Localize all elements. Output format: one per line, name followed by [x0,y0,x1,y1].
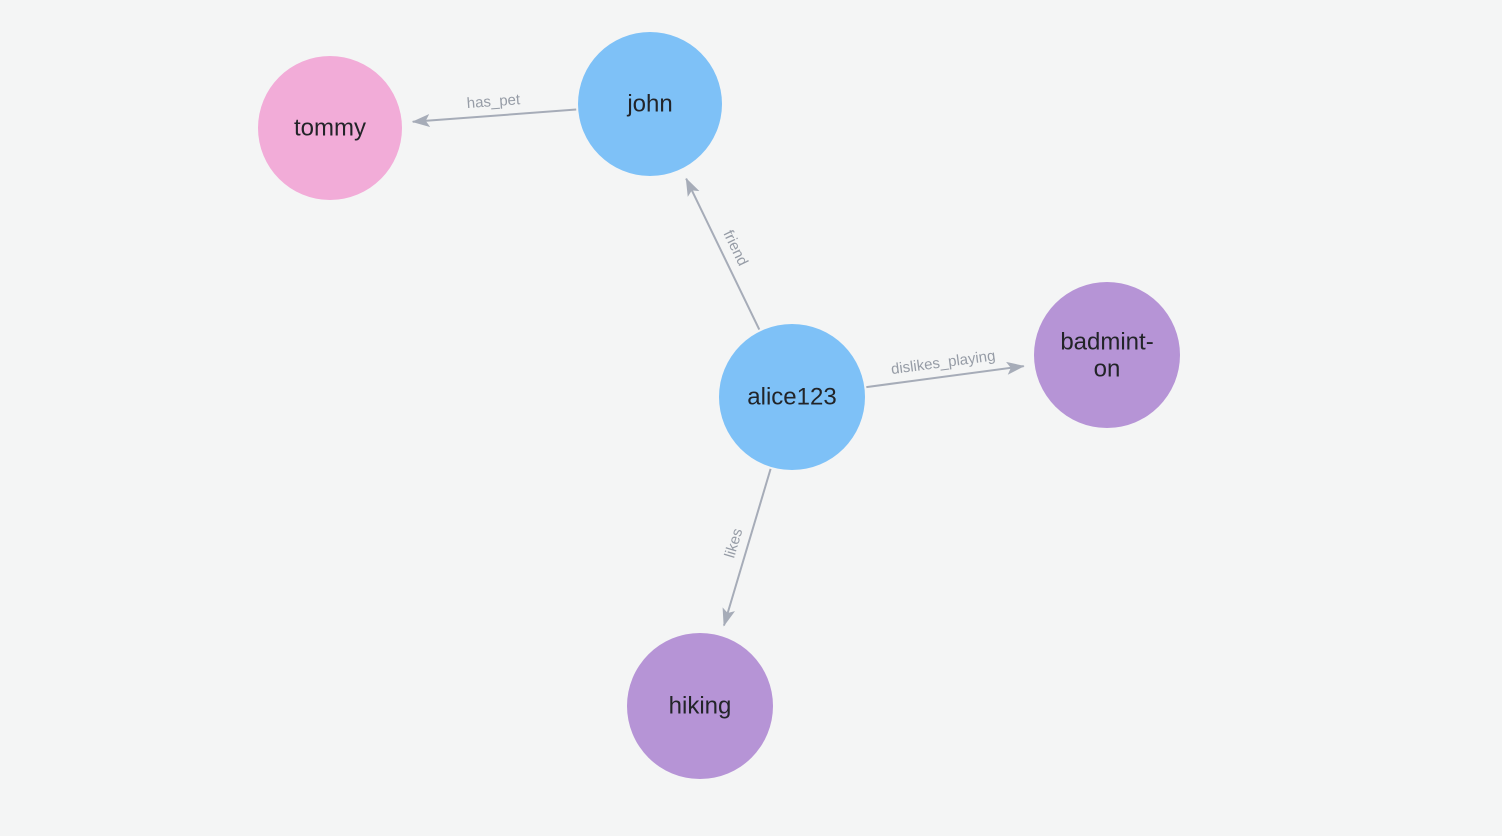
graph-edge-likes[interactable]: likes [721,468,772,627]
graph-node-hiking[interactable]: hiking [627,633,773,779]
edge-label: dislikes_playing [890,347,996,378]
edge-line-dislikes_playing[interactable] [866,361,1025,389]
node-circle-hiking[interactable] [627,633,773,779]
node-circle-john[interactable] [578,32,722,176]
edge-line-likes[interactable] [722,468,772,627]
graph-node-alice123[interactable]: alice123 [719,324,865,470]
graph-node-john[interactable]: john [578,32,722,176]
node-circle-badminton[interactable] [1034,282,1180,428]
edge-label: likes [721,526,746,560]
edge-line-has_pet[interactable] [411,108,577,128]
graph-edge-friend[interactable]: friend [685,177,761,330]
edge-label: friend [719,227,751,268]
edge-label: has_pet [466,91,521,112]
node-circle-tommy[interactable] [258,56,402,200]
graph-edge-dislikes_playing[interactable]: dislikes_playing [866,347,1025,389]
edge-line-friend[interactable] [685,177,761,330]
graph-edge-has_pet[interactable]: has_pet [411,91,577,128]
node-circle-alice123[interactable] [719,324,865,470]
graph-node-tommy[interactable]: tommy [258,56,402,200]
graph-node-badminton[interactable]: badmint-on [1034,282,1180,428]
